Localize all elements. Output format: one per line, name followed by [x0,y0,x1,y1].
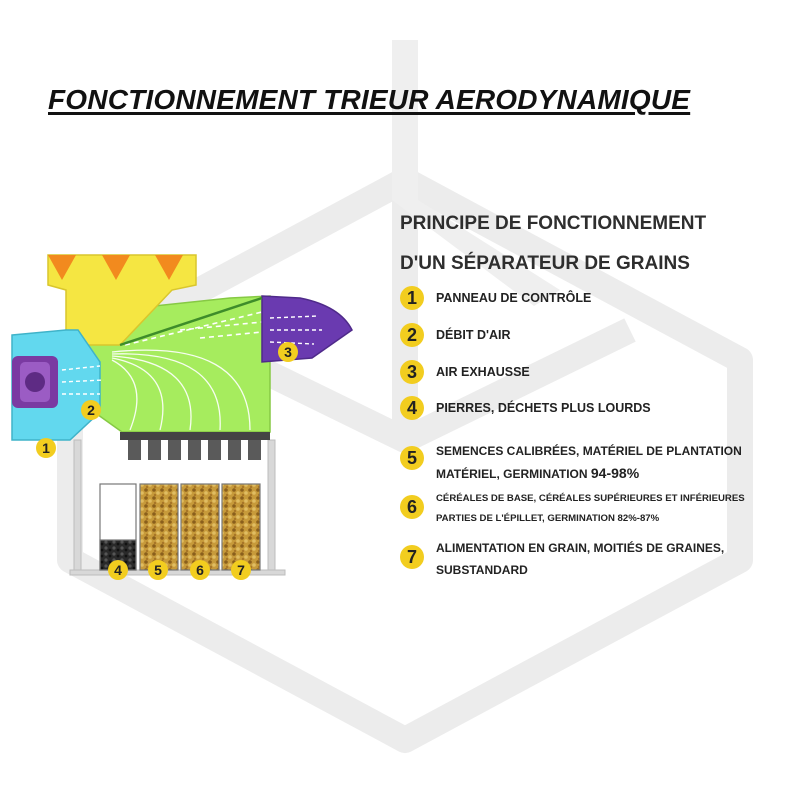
outlet-chutes [120,432,270,460]
svg-text:3: 3 [284,344,292,360]
svg-text:5: 5 [154,562,162,578]
legend-item-text: DÉBIT D'AIR [436,328,511,342]
legend-item-text: AIR EXHAUSSE [436,365,530,379]
number-badge: 3 [400,360,424,384]
legend-item-text-line2: PARTIES DE L'ÉPILLET, GERMINATION 82%-87… [436,513,660,524]
legend-item-text: CÉRÉALES DE BASE, CÉRÉALES SUPÉRIEURES E… [436,493,745,504]
svg-text:2: 2 [87,402,95,418]
page-title: FONCTIONNEMENT TRIEUR AERODYNAMIQUE [48,84,691,115]
callout-7: 7 [231,560,251,580]
legend-item-text: PIERRES, DÉCHETS PLUS LOURDS [436,401,651,415]
callout-5: 5 [148,560,168,580]
legend-item-text: ALIMENTATION EN GRAIN, MOITIÉS DE GRAINE… [436,541,725,555]
exhaust-hood [261,295,353,363]
airflow-lines [111,349,251,431]
callout-3: 3 [278,342,298,362]
legend-heading-line2: D'UN SÉPARATEUR DE GRAINS [400,253,690,274]
number-badge: 1 [400,286,424,310]
callout-1: 1 [36,438,56,458]
air-stream-arrows [124,311,263,346]
callout-4: 4 [108,560,128,580]
number-badge: 5 [400,446,424,470]
number-badge: 7 [400,545,424,569]
germination-rate: 94-98% [590,465,640,481]
collection-bins [99,483,261,571]
legend-item-text: PANNEAU DE CONTRÔLE [436,291,592,305]
number-badge: 6 [400,495,424,519]
legend-heading: PRINCIPE DE FONCTIONNEMENT D'UN SÉPARATE… [400,204,785,284]
svg-text:1: 1 [42,440,50,456]
number-badge: 2 [400,323,424,347]
legend-item-text: SEMENCES CALIBRÉES, MATÉRIEL DE PLANTATI… [436,444,742,458]
hopper-arrows [48,255,183,280]
svg-text:4: 4 [114,562,122,578]
legend-heading-line1: PRINCIPE DE FONCTIONNEMENT [400,213,707,234]
callout-2: 2 [81,400,101,420]
callout-6: 6 [190,560,210,580]
legend-item-text-line2: MATÉRIEL, GERMINATION [436,467,588,481]
grain-separator-diagram: 1 2 3 4 5 6 7 [11,254,353,580]
fan [12,356,58,408]
svg-text:6: 6 [196,562,204,578]
svg-text:7: 7 [237,562,245,578]
number-badge: 4 [400,396,424,420]
legend-item-text-line2: SUBSTANDARD [436,563,528,577]
